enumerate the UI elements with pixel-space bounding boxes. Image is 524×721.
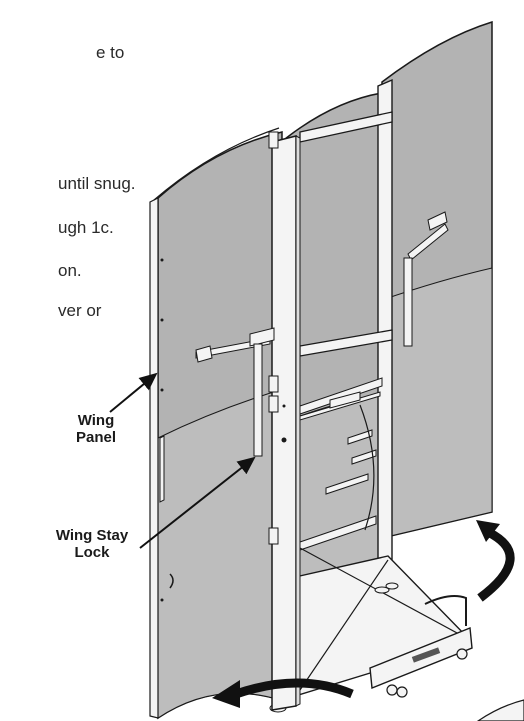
base-cart — [269, 547, 473, 713]
front-upright — [268, 131, 301, 711]
shelf-brackets — [299, 377, 383, 551]
wing-stay-lock-label-line1: Wing Stay — [55, 527, 129, 544]
instruction-fragment-5: ver or — [58, 301, 102, 320]
wing-panel-label: Wing Panel — [56, 412, 136, 446]
instruction-fragment-4: on. — [58, 261, 82, 280]
right-wing-stay — [403, 211, 449, 347]
instruction-fragment-1: e to — [96, 43, 125, 62]
wing-panel-label-line2: Panel — [75, 429, 117, 446]
wing-panel-leader-arrow — [109, 372, 158, 413]
rear-frame — [299, 78, 393, 592]
instruction-fragment-3: ugh 1c. — [58, 218, 114, 237]
right-wing-panel — [381, 20, 493, 539]
left-wing-stay — [195, 327, 275, 457]
instruction-fragment-2: until snug. — [58, 174, 136, 193]
rotation-arrow-left — [212, 678, 354, 708]
adjacent-figure-fragment — [476, 699, 524, 721]
wing-stay-lock-label-line2: Lock — [74, 544, 110, 561]
wing-stay-lock-leader-arrow — [139, 456, 256, 549]
rotation-arrow-right — [476, 520, 515, 602]
wing-panel-label-line1: Wing — [77, 412, 115, 429]
wing-stay-lock-label: Wing Stay Lock — [42, 527, 142, 561]
